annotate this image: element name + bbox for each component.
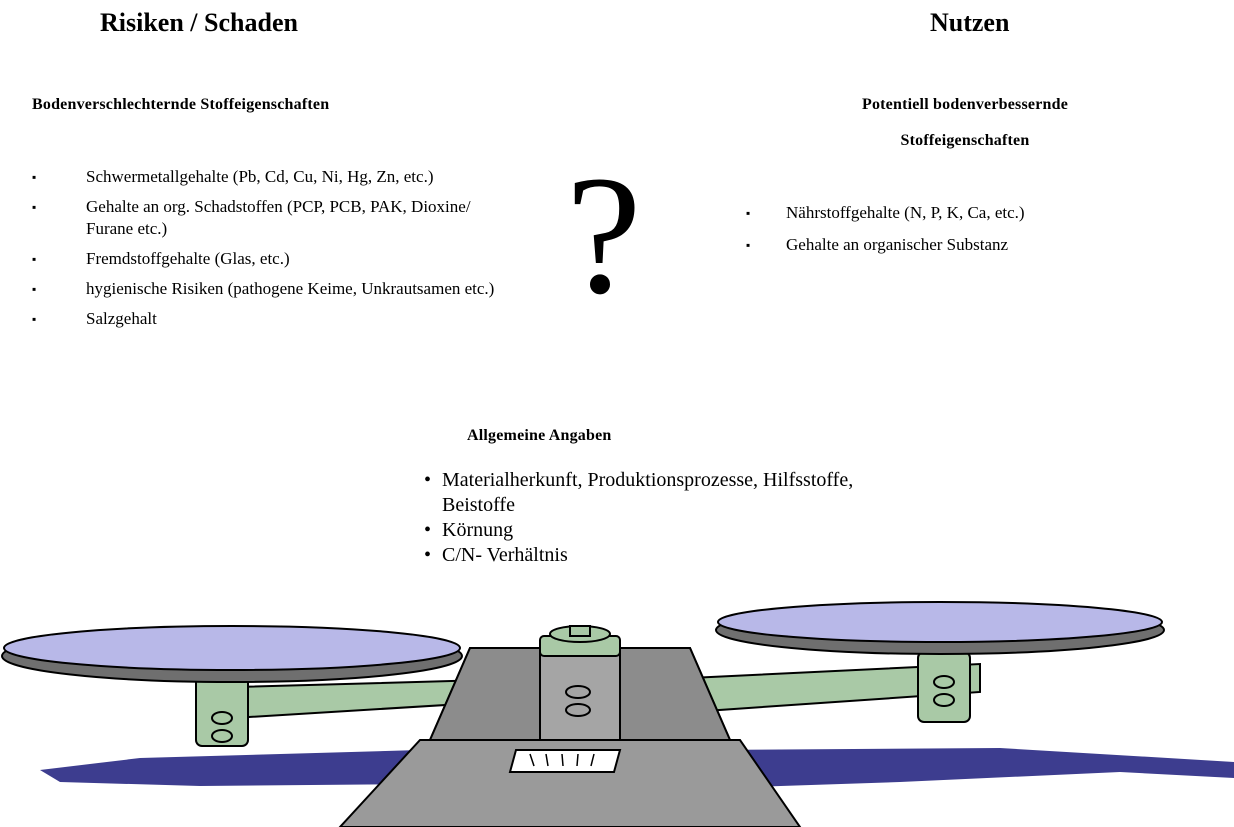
benefits-heading: Nutzen — [930, 8, 1010, 37]
general-item: Materialherkunft, Produktionsprozesse, H… — [420, 468, 922, 518]
column-hole — [565, 703, 591, 717]
general-item: C/N- Verhältnis — [420, 543, 922, 568]
general-heading: Allgemeine Angaben — [467, 427, 612, 444]
benefit-item: Gehalte an organischer Substanz — [746, 234, 1166, 256]
right-hub-hole — [933, 675, 955, 689]
dial-ticks — [529, 753, 595, 767]
general-list: Materialherkunft, Produktionsprozesse, H… — [420, 468, 922, 568]
risk-item: Schwermetallgehalte (Pb, Cd, Cu, Ni, Hg,… — [32, 166, 506, 188]
general-item: Körnung — [420, 518, 922, 543]
benefits-list: Nährstoffgehalte (N, P, K, Ca, etc.) Geh… — [746, 202, 1166, 266]
risks-list: Schwermetallgehalte (Pb, Cd, Cu, Ni, Hg,… — [32, 166, 506, 338]
left-hub-hole — [211, 711, 233, 725]
risk-item: Salzgehalt — [32, 308, 506, 330]
risk-item: Fremdstoffgehalte (Glas, etc.) — [32, 248, 506, 270]
risks-heading: Risiken / Schaden — [100, 8, 298, 37]
scale-column-left-face — [428, 647, 541, 741]
balance-scale-illustration — [1, 601, 1234, 827]
column-hole — [565, 685, 591, 699]
risks-subheading: Bodenverschlechternde Stoffeigenschaften — [32, 96, 330, 113]
scale-dial — [508, 749, 622, 773]
right-hub-hole — [933, 693, 955, 707]
left-hub-hole — [211, 729, 233, 743]
benefits-subheading-line2: Stoffeigenschaften — [900, 132, 1030, 149]
benefit-item: Nährstoffgehalte (N, P, K, Ca, etc.) — [746, 202, 1166, 224]
risk-item: hygienische Risiken (pathogene Keime, Un… — [32, 278, 506, 300]
scale-column-right-face — [619, 647, 732, 741]
right-pan — [717, 601, 1163, 643]
scale-knob-post — [569, 625, 591, 637]
risk-item: Gehalte an org. Schadstoffen (PCP, PCB, … — [32, 196, 506, 240]
benefits-subheading-line1: Potentiell bodenverbessernde — [861, 96, 1069, 113]
left-pan — [3, 625, 461, 671]
question-mark: ? — [566, 141, 642, 329]
